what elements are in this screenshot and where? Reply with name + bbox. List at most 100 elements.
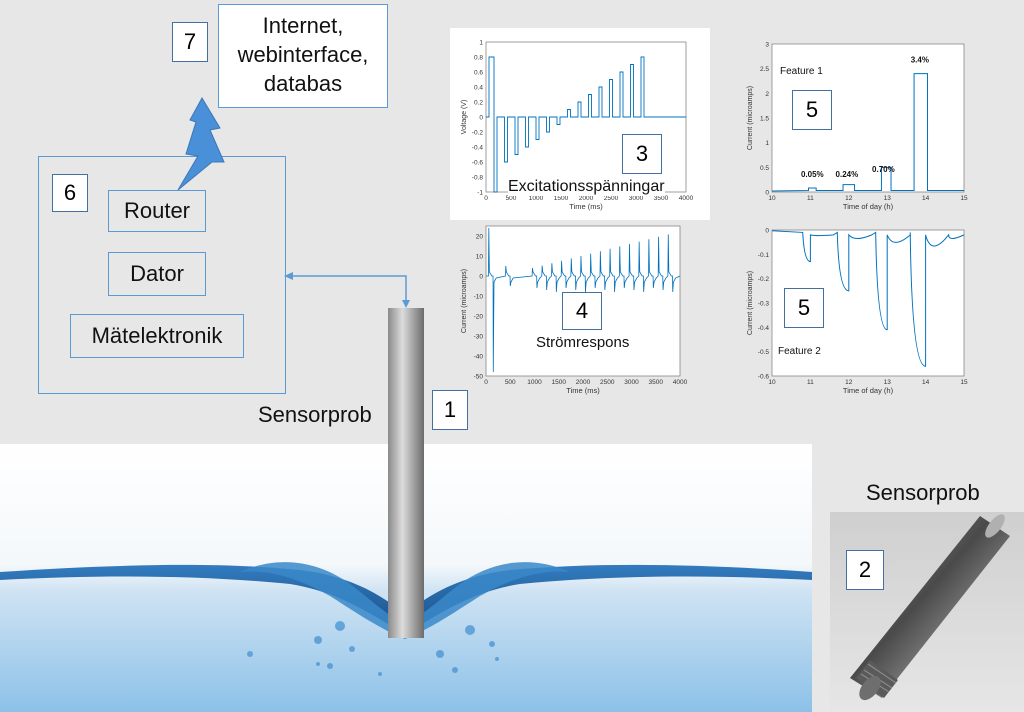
dator-box: Dator [108, 252, 206, 296]
cur-ytick-5: -30 [474, 334, 484, 341]
internet-line-3: databas [263, 71, 343, 96]
f1-xtick-3: 13 [884, 195, 892, 202]
f1-xlabel: Time of day (h) [843, 202, 894, 211]
cur-xtick-7: 3500 [649, 379, 664, 386]
f1-ytick-4: 1 [765, 140, 769, 147]
f1-trace [771, 73, 964, 192]
exc-xtick-8: 4000 [679, 195, 694, 202]
exc-xtick-1: 500 [506, 195, 517, 202]
exc-xtick-7: 3500 [654, 195, 669, 202]
exc-ytick-9: -0.8 [472, 175, 484, 182]
f2-xtick-3: 13 [884, 379, 892, 386]
exc-xtick-6: 3000 [629, 195, 644, 202]
f1-annotation-1: 0.24% [836, 170, 859, 179]
exc-xlabel: Time (ms) [569, 202, 603, 211]
exc-trace [486, 56, 686, 193]
internet-line-2: webinterface, [237, 42, 369, 67]
f2-ytick-1: -0.1 [758, 252, 770, 259]
f1-ytick-1: 2.5 [760, 66, 769, 73]
sensorprob-label-main: Sensorprob [258, 402, 372, 427]
connection-arrow [284, 272, 410, 308]
f2-xtick-0: 10 [768, 379, 776, 386]
cur-plot-frame [485, 225, 681, 377]
f1-xtick-1: 11 [807, 195, 814, 202]
f1-ytick-6: 0 [765, 190, 769, 197]
cur-ytick-0: 20 [476, 234, 484, 241]
f1-xtick-0: 10 [768, 195, 776, 202]
exc-ytick-6: -0.2 [472, 130, 484, 137]
cur-xtick-1: 500 [505, 379, 516, 386]
f2-ytick-4: -0.4 [758, 325, 770, 332]
cur-xtick-0: 0 [484, 379, 488, 386]
cur-trace [486, 227, 681, 373]
f1-ytick-2: 2 [765, 91, 769, 98]
f2-xtick-2: 12 [845, 379, 853, 386]
number-box-2: 2 [846, 550, 884, 590]
f2-xlabel: Time of day (h) [843, 386, 894, 395]
number-box-1: 1 [432, 390, 468, 430]
f2-trace [771, 230, 965, 367]
f2-ytick-6: -0.6 [758, 374, 770, 381]
exc-ytick-1: 0.8 [474, 55, 483, 62]
f1-ytick-5: 0.5 [760, 165, 769, 172]
f1-annotation-2: 0.70% [872, 165, 895, 174]
cur-xtick-6: 3000 [624, 379, 639, 386]
internet-box: Internet, webinterface, databas [218, 4, 388, 108]
exc-ytick-10: -1 [477, 190, 483, 197]
exc-ylabel: Voltage (V) [461, 100, 468, 135]
number-box-4: 4 [562, 292, 602, 330]
f2-ytick-0: 0 [765, 228, 769, 235]
current-response-title: Strömrespons [536, 334, 630, 351]
cur-xlabel: Time (ms) [566, 386, 600, 395]
lightning-bolt-icon [177, 96, 225, 191]
f1-ylabel: Current (microamps) [747, 86, 754, 150]
router-box: Router [108, 190, 206, 232]
exc-ytick-5: 0 [479, 115, 483, 122]
exc-xtick-5: 2500 [604, 195, 619, 202]
cur-xtick-4: 2000 [576, 379, 591, 386]
cur-ytick-3: -10 [474, 294, 484, 301]
f1-ytick-0: 3 [765, 42, 769, 49]
f2-title: Feature 2 [778, 346, 821, 357]
cur-xtick-8: 4000 [673, 379, 688, 386]
sensorprob-label-photo: Sensorprob [866, 480, 980, 505]
matelektronik-box: Mätelektronik [70, 314, 244, 358]
number-box-5a: 5 [792, 90, 832, 130]
f1-title: Feature 1 [780, 66, 823, 77]
f1-xtick-5: 15 [960, 195, 968, 202]
sensor-probe-photo [830, 512, 1024, 712]
cur-ytick-4: -20 [474, 314, 484, 321]
exc-ytick-7: -0.4 [472, 145, 484, 152]
excitation-title: Excitationsspänningar [508, 178, 665, 196]
f1-ytick-3: 1.5 [760, 116, 769, 123]
internet-line-1: Internet, [262, 13, 344, 38]
f2-xtick-4: 14 [922, 379, 930, 386]
exc-ytick-0: 1 [479, 40, 483, 47]
system-box [38, 156, 286, 394]
f2-ytick-3: -0.3 [758, 301, 770, 308]
f2-ytick-5: -0.5 [758, 349, 770, 356]
exc-ytick-8: -0.6 [472, 160, 484, 167]
f2-xtick-1: 11 [807, 379, 814, 386]
cur-xtick-2: 1000 [527, 379, 542, 386]
f1-annotation-0: 0.05% [801, 170, 824, 179]
f1-xtick-2: 12 [845, 195, 853, 202]
f2-ylabel: Current (microamps) [747, 271, 754, 335]
sensor-probe-rod [388, 308, 424, 638]
number-box-5b: 5 [784, 288, 824, 328]
exc-xtick-2: 1000 [529, 195, 544, 202]
f1-annotation-3: 3.4% [911, 56, 929, 65]
exc-xtick-4: 2000 [579, 195, 594, 202]
cur-xtick-5: 2500 [600, 379, 615, 386]
cur-ytick-1: 10 [476, 254, 484, 261]
cur-ytick-6: -40 [474, 354, 484, 361]
number-box-6: 6 [52, 174, 88, 212]
number-box-3: 3 [622, 134, 662, 174]
exc-xtick-3: 1500 [554, 195, 569, 202]
cur-ylabel: Current (microamps) [461, 269, 468, 333]
exc-ytick-3: 0.4 [474, 85, 483, 92]
exc-xtick-0: 0 [484, 195, 488, 202]
